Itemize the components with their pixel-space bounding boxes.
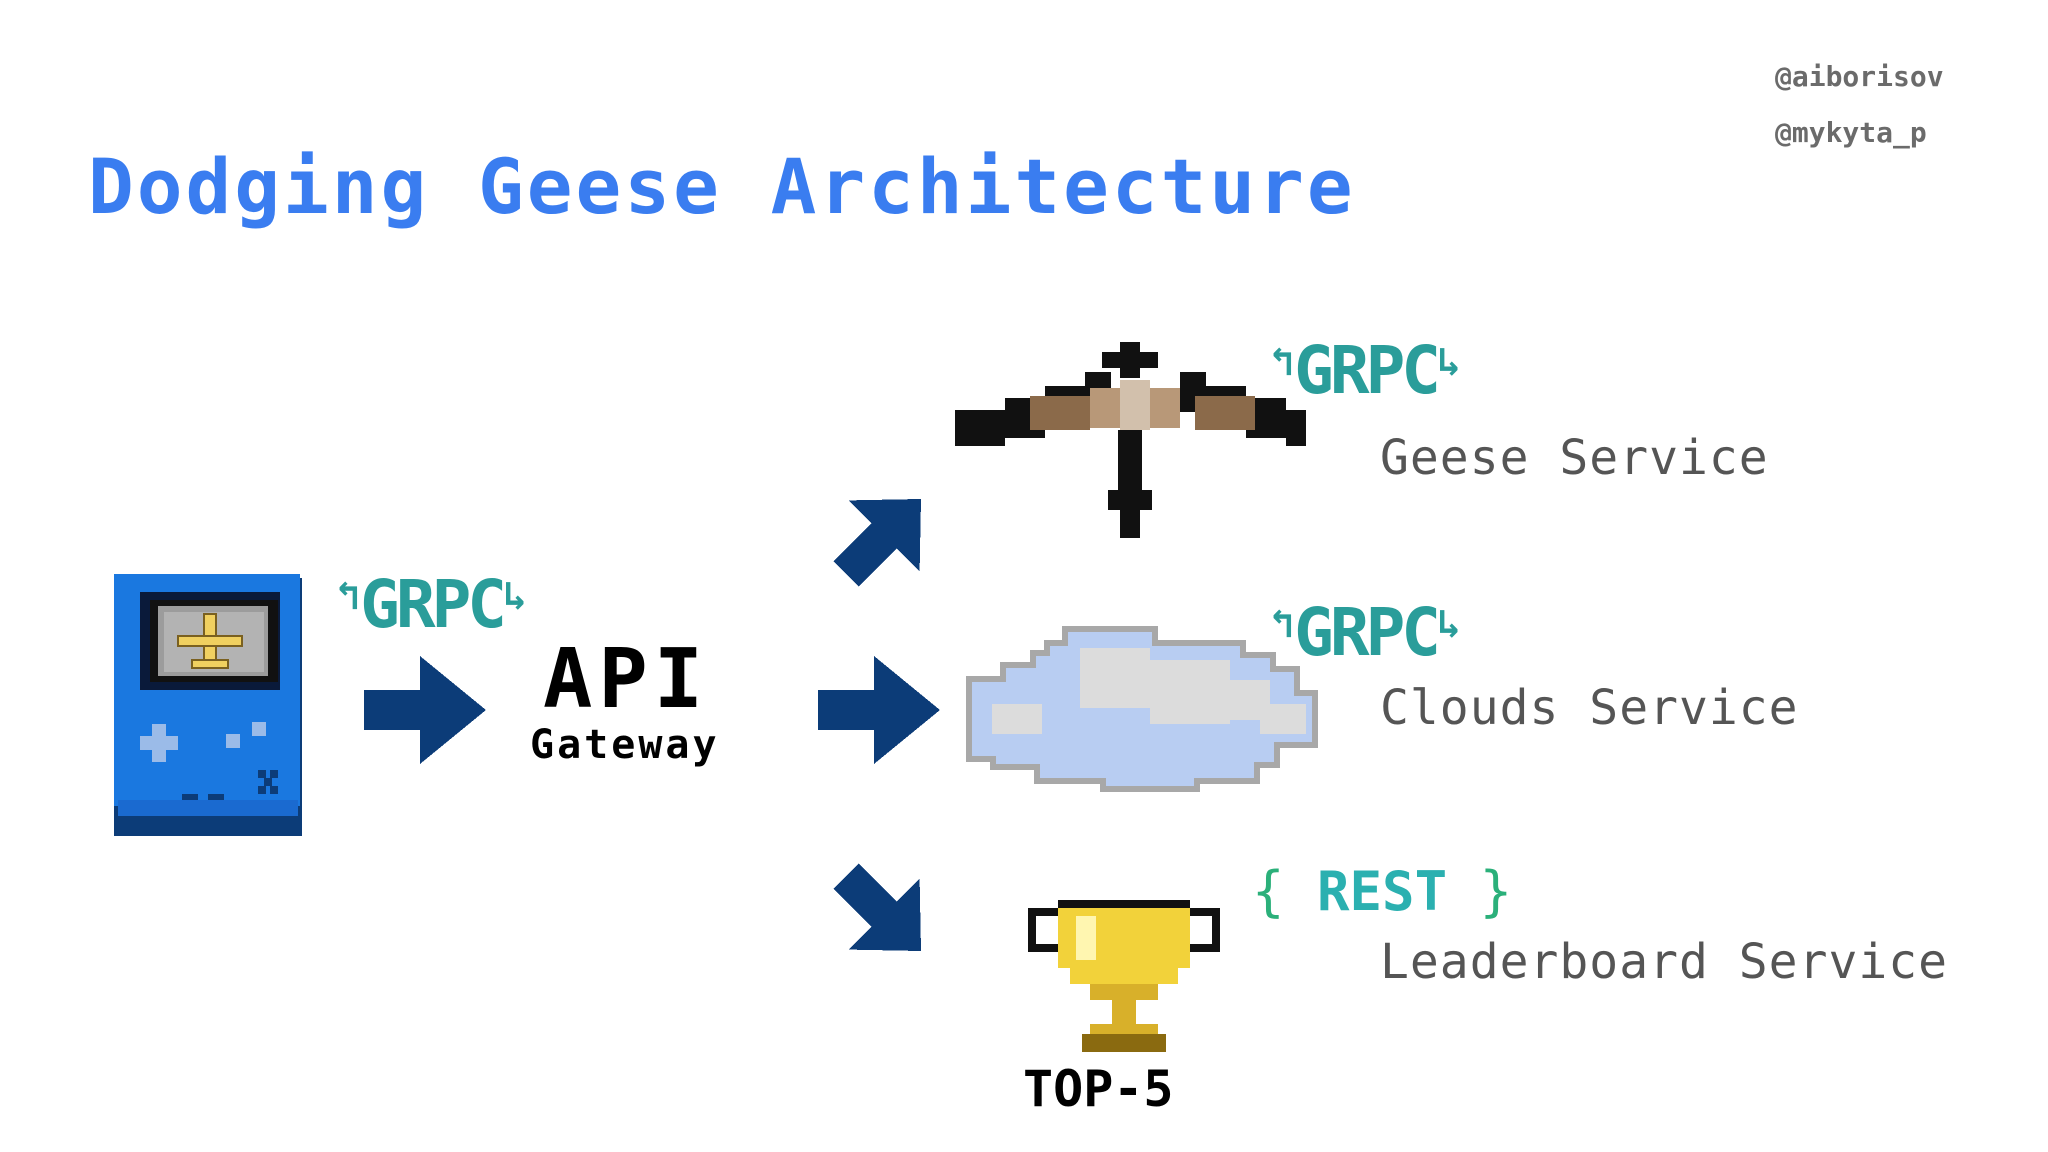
action-buttons-icon xyxy=(226,722,266,748)
author-handle: @aiborisov xyxy=(1775,60,1944,93)
arrow-gateway-to-leaderboard xyxy=(833,863,922,952)
arrow-client-to-gateway xyxy=(364,656,486,764)
gateway-title: API xyxy=(543,632,710,727)
grpc-logo: ↰GRPC↳ xyxy=(1270,594,1461,671)
cloud-icon xyxy=(966,626,1318,792)
grpc-hook-right-icon: ↳ xyxy=(1437,339,1462,385)
airplane-icon xyxy=(177,613,243,669)
grpc-hook-left-icon: ↰ xyxy=(336,573,361,619)
grpc-hook-right-icon: ↳ xyxy=(503,573,528,619)
grpc-logo: ↰GRPC↳ xyxy=(1270,332,1461,409)
brace-open: { xyxy=(1252,860,1285,923)
dpad-icon xyxy=(140,724,178,762)
slide-title: Dodging Geese Architecture xyxy=(88,142,1356,231)
rest-logo: { REST } xyxy=(1252,860,1512,923)
arrow-gateway-to-clouds xyxy=(818,656,940,764)
gateway-subtitle: Gateway xyxy=(530,722,720,768)
protocol-label: GRPC xyxy=(1294,332,1441,409)
handheld-console-icon xyxy=(114,574,302,836)
trophy-label: TOP-5 xyxy=(1023,1060,1174,1118)
grpc-hook-left-icon: ↰ xyxy=(1270,339,1295,385)
protocol-label: GRPC xyxy=(360,566,507,643)
arrow-gateway-to-geese xyxy=(833,498,922,587)
leaderboard-service-label: Leaderboard Service xyxy=(1380,934,1949,990)
grpc-hook-right-icon: ↳ xyxy=(1437,601,1462,647)
protocol-label: GRPC xyxy=(1294,594,1441,671)
goose-icon xyxy=(955,342,1306,538)
grpc-logo: ↰GRPC↳ xyxy=(336,566,527,643)
author-handle: @mykyta_p xyxy=(1775,116,1927,149)
protocol-label: REST xyxy=(1317,860,1448,923)
geese-service-label: Geese Service xyxy=(1380,430,1769,486)
clouds-service-label: Clouds Service xyxy=(1380,680,1799,736)
grpc-hook-left-icon: ↰ xyxy=(1270,601,1295,647)
brace-close: } xyxy=(1479,860,1513,923)
trophy-icon xyxy=(1028,900,1220,1052)
